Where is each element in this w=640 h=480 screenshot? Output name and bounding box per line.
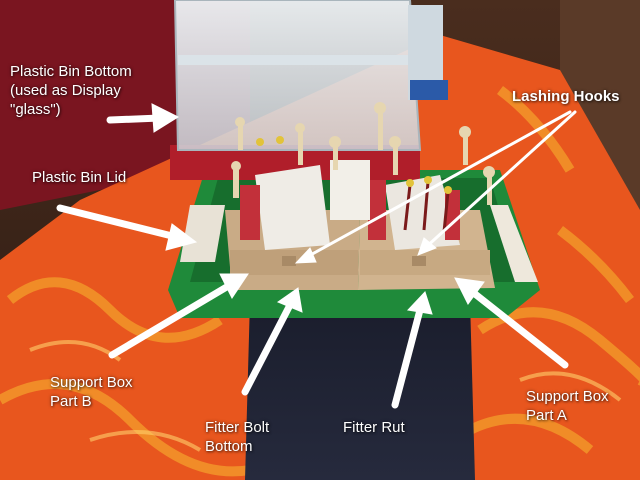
red-panel-mid	[368, 180, 386, 240]
annotation-arrows	[56, 103, 577, 409]
white-rail-right	[490, 205, 538, 282]
arrow-support-box-a	[466, 286, 569, 369]
arrow-support-box-b	[108, 281, 234, 359]
bin-ridge	[178, 55, 418, 65]
label-bin-bottom-line-2: (used as Display	[10, 82, 121, 99]
label-bin-bottom: Plastic Bin Bottom (used as Display "gla…	[10, 62, 132, 119]
arrow-lashing-hook-1-head	[294, 247, 317, 264]
mesh-panel-left	[255, 165, 330, 250]
arrow-bin-lid-head	[165, 223, 198, 251]
arrow-lashing-hook-2	[423, 110, 577, 250]
label-bin-lid: Plastic Bin Lid	[32, 169, 127, 186]
fitter-rut	[412, 256, 426, 266]
label-fitter-bolt-bottom: Fitter Bolt Bottom	[205, 418, 269, 456]
label-lashing-hooks: Lashing Hooks	[512, 88, 620, 105]
label-bin-bottom-line-3: "glass")	[10, 101, 61, 118]
tablecloth-pattern	[0, 86, 640, 477]
yellow-pins	[256, 136, 452, 194]
blue-box-base	[410, 80, 448, 100]
arrow-fitter-bolt	[241, 301, 294, 396]
label-bin-bottom-line-1: Plastic Bin Bottom	[10, 63, 132, 80]
arrow-bin-lid	[56, 204, 184, 242]
arrow-support-box-a-head	[454, 277, 485, 305]
white-rail	[180, 205, 225, 262]
label-fitter-bolt-line-2: Bottom	[205, 438, 253, 455]
navy-cloth	[245, 300, 475, 480]
plastic-bin	[173, 0, 422, 151]
fitter-bolt	[282, 256, 296, 266]
arrow-bin-bottom	[106, 114, 164, 124]
label-support-box-b-line-2: Part B	[50, 393, 92, 410]
label-support-box-a-line-2: Part A	[526, 407, 567, 424]
label-support-box-a: Support Box Part A	[526, 387, 609, 425]
arrow-fitter-rut-head	[406, 291, 433, 315]
label-fitter-rut: Fitter Rut	[343, 419, 405, 436]
arrow-fitter-bolt-head	[276, 287, 303, 313]
label-fitter-bolt-line-1: Fitter Bolt	[205, 419, 270, 436]
red-panel-left	[240, 185, 260, 240]
label-support-box-a-line-1: Support Box	[526, 388, 609, 405]
label-support-box-b: Support Box Part B	[50, 373, 133, 411]
arrow-lashing-hook-2-head	[417, 237, 437, 256]
label-support-box-b-line-1: Support Box	[50, 374, 133, 391]
arrow-bin-bottom-head	[151, 103, 180, 133]
arrow-support-box-b-head	[219, 273, 249, 299]
arrow-fitter-rut	[391, 306, 424, 409]
arrow-lashing-hook-1	[303, 110, 572, 260]
